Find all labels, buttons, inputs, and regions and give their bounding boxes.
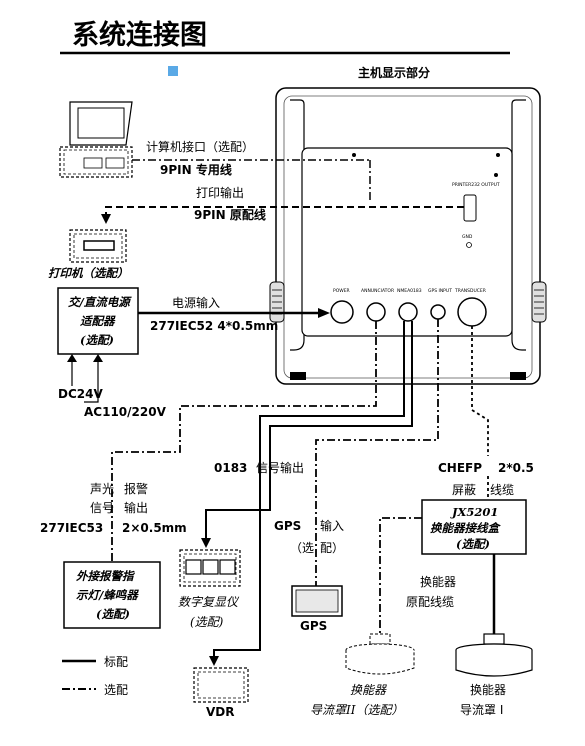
legend-optional-label: 选配 (104, 683, 128, 697)
alarm-cable-label-a: 277IEC53 (40, 521, 103, 535)
gps-device-icon (291, 585, 343, 617)
legend-standard-label: 标配 (104, 655, 128, 669)
junction-box (421, 499, 527, 555)
port-label-transducer: TRANSDUCER (454, 288, 486, 294)
repeater-link-line (205, 321, 413, 540)
junction-box-line1: JX5201 (450, 505, 498, 519)
digital-repeater-label: 数字复显仪 (178, 595, 240, 609)
printer-icon (69, 229, 127, 263)
computer-icon (59, 101, 133, 178)
alarm-device-box (63, 561, 161, 629)
printer-link-line (105, 206, 464, 216)
transducer-shield-label-a: 屏蔽 (452, 483, 476, 497)
transducer-fairing-ii-icon (345, 633, 415, 675)
port-label-gps-input: GPS INPUT (428, 288, 452, 294)
gps-input-label-b: 输入 (320, 518, 344, 533)
alarm-device-line2: 示灯/蜂鸣器 (76, 588, 139, 602)
printer-arrowhead (101, 214, 111, 224)
vdr-label: VDR (206, 705, 235, 719)
printer-output-label: 打印输出 (196, 185, 244, 200)
transducer-ii-label-2: 导流罩II（选配） (310, 703, 403, 717)
port-label-annunciator: ANNUNCIATOR (361, 288, 394, 294)
alarm-cable-label-b: 2×0.5mm (122, 521, 187, 535)
alarm-link-line (111, 321, 377, 562)
gps-input-label-d: 配） (320, 541, 344, 555)
junction-box-line2: 换能器接线盒 (430, 521, 501, 535)
digital-repeater-icon (179, 549, 241, 587)
power-cable-label: 277IEC52 4*0.5mm (150, 319, 278, 333)
power-port (330, 300, 354, 324)
vdr-arrowhead (209, 656, 219, 666)
computer-cable-label: 9PIN 专用线 (160, 162, 232, 177)
ac-input-label: AC110/220V (84, 405, 167, 419)
port-label-power: POWER (333, 288, 350, 294)
vdr-icon (193, 667, 249, 703)
gps-input-label-a: GPS (274, 519, 301, 533)
nmea-output-label-b: 信号输出 (256, 460, 304, 475)
transducer-ii-cable (379, 517, 422, 634)
main-display-unit: PRINTER232 OUTPUT GND POWER ANNUNCIATOR … (269, 87, 547, 385)
ac-input-line (84, 360, 99, 403)
alarm-device-line3: (选配) (96, 607, 130, 621)
blue-square-marker (168, 66, 178, 76)
main-unit-label: 主机显示部分 (358, 65, 430, 80)
power-adapter-box (57, 287, 139, 355)
gnd-label: GND (462, 234, 473, 240)
transducer-cable-label-a: CHEFP (438, 461, 482, 475)
alarm-label-b2: 输出 (124, 500, 148, 515)
transducer-fairing-i-icon (455, 633, 533, 677)
transducer-port (457, 297, 487, 327)
gps-link-line (315, 319, 439, 586)
junction-box-line3: (选配) (456, 537, 490, 551)
gps-input-port (430, 304, 446, 320)
nmea-port (398, 302, 418, 322)
dc-input-label: DC24V (58, 387, 103, 401)
transducer-ii-label-1: 换能器 (350, 683, 387, 697)
power-input-label: 电源输入 (172, 295, 220, 310)
transducer-cable-label-b: 2*0.5 (498, 461, 534, 475)
power-adapter-line3: (选配) (80, 333, 114, 347)
printer-cable-label: 9PIN 原配线 (194, 207, 266, 222)
vdr-link-line (213, 321, 405, 658)
annunciator-port (366, 302, 386, 322)
gps-input-label-c: （选 (290, 541, 314, 555)
repeater-arrowhead (201, 538, 211, 548)
computer-interface-label: 计算机接口（选配） (146, 139, 254, 154)
alarm-label-a1: 声光 (90, 482, 114, 496)
port-label-nmea: NMEA0183 (397, 288, 422, 294)
power-arrowhead (318, 308, 330, 318)
page-title: 系统连接图 (72, 19, 207, 51)
transducer-cable-note-1: 换能器 (420, 575, 456, 589)
printer-port-label: PRINTER232 OUTPUT (452, 182, 500, 188)
transducer-i-label-1: 换能器 (470, 683, 506, 697)
digital-repeater-optional: (选配) (190, 615, 224, 629)
nmea-output-label-a: 0183 (214, 461, 247, 475)
power-adapter-line1: 交/直流电源 (68, 295, 132, 309)
transducer-cable-note-2: 原配线缆 (406, 595, 454, 609)
transducer-cable-upper (471, 326, 489, 456)
printer-label: 打印机（选配） (48, 266, 129, 280)
gps-device-label: GPS (300, 619, 327, 633)
dc-arrowhead (67, 354, 77, 362)
alarm-device-line1: 外接报警指 (75, 569, 136, 583)
alarm-label-a2: 信号 (90, 501, 114, 515)
power-adapter-line2: 适配器 (80, 314, 116, 328)
ac-arrowhead (93, 354, 103, 362)
alarm-label-b1: 报警 (124, 481, 148, 496)
transducer-i-label-2: 导流罩 I (460, 703, 503, 717)
transducer-shield-label-b: 线缆 (490, 483, 514, 497)
